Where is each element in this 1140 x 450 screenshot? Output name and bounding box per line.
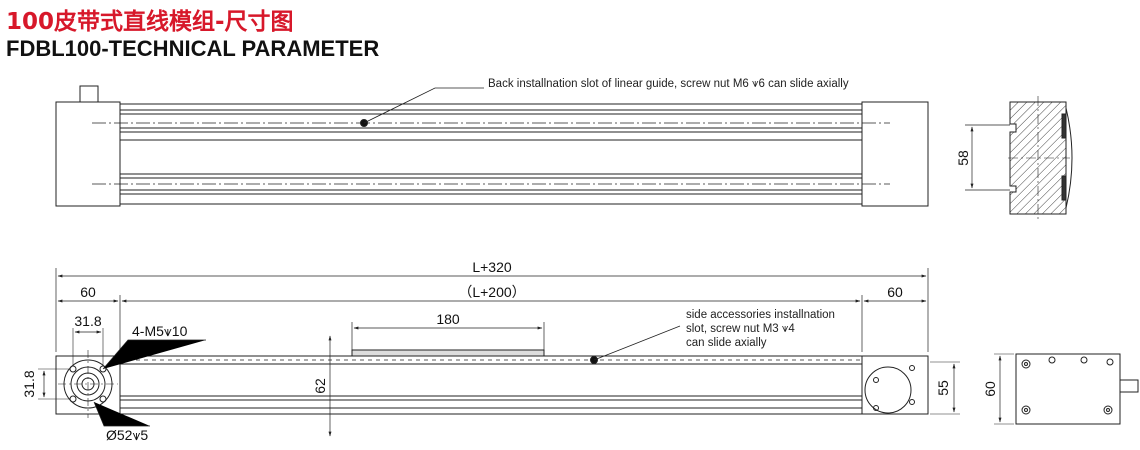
dim-bolt-circle-vertical: 31.8: [21, 370, 37, 397]
side-end-view: [994, 353, 1139, 425]
top-view: [55, 85, 929, 207]
dim-height-62: 62: [312, 378, 328, 394]
title-english: FDBL100-TECHNICAL PARAMETER: [6, 36, 380, 61]
dim-right-end: 60: [887, 284, 903, 300]
dim-holes: 4-M5⩛10: [132, 323, 188, 339]
dim-height-55: 55: [935, 380, 951, 396]
dim-bore: Ø52⩛5: [106, 427, 148, 443]
top-annotation: Back installnation slot of linear guide,…: [488, 78, 849, 90]
title-chinese: 100皮带式直线模组-尺寸图: [6, 9, 294, 35]
front-view: [38, 268, 960, 437]
dim-bolt-circle: 31.8: [74, 313, 101, 329]
dim-inner-length: （L+200）: [458, 284, 525, 300]
side-annotation-line-3: can slide axially: [686, 337, 767, 349]
dim-section-58: 58: [955, 150, 971, 166]
side-annotation-line-1: side accessories installnation: [686, 309, 835, 321]
dim-carriage: 180: [436, 311, 460, 327]
dim-height-60: 60: [982, 381, 998, 397]
dim-left-end: 60: [80, 284, 96, 300]
side-annotation-line-2: slot, screw nut M3 ⩛4: [686, 323, 795, 335]
dim-total-length: L+320: [472, 259, 512, 275]
section-view: [965, 96, 1073, 220]
